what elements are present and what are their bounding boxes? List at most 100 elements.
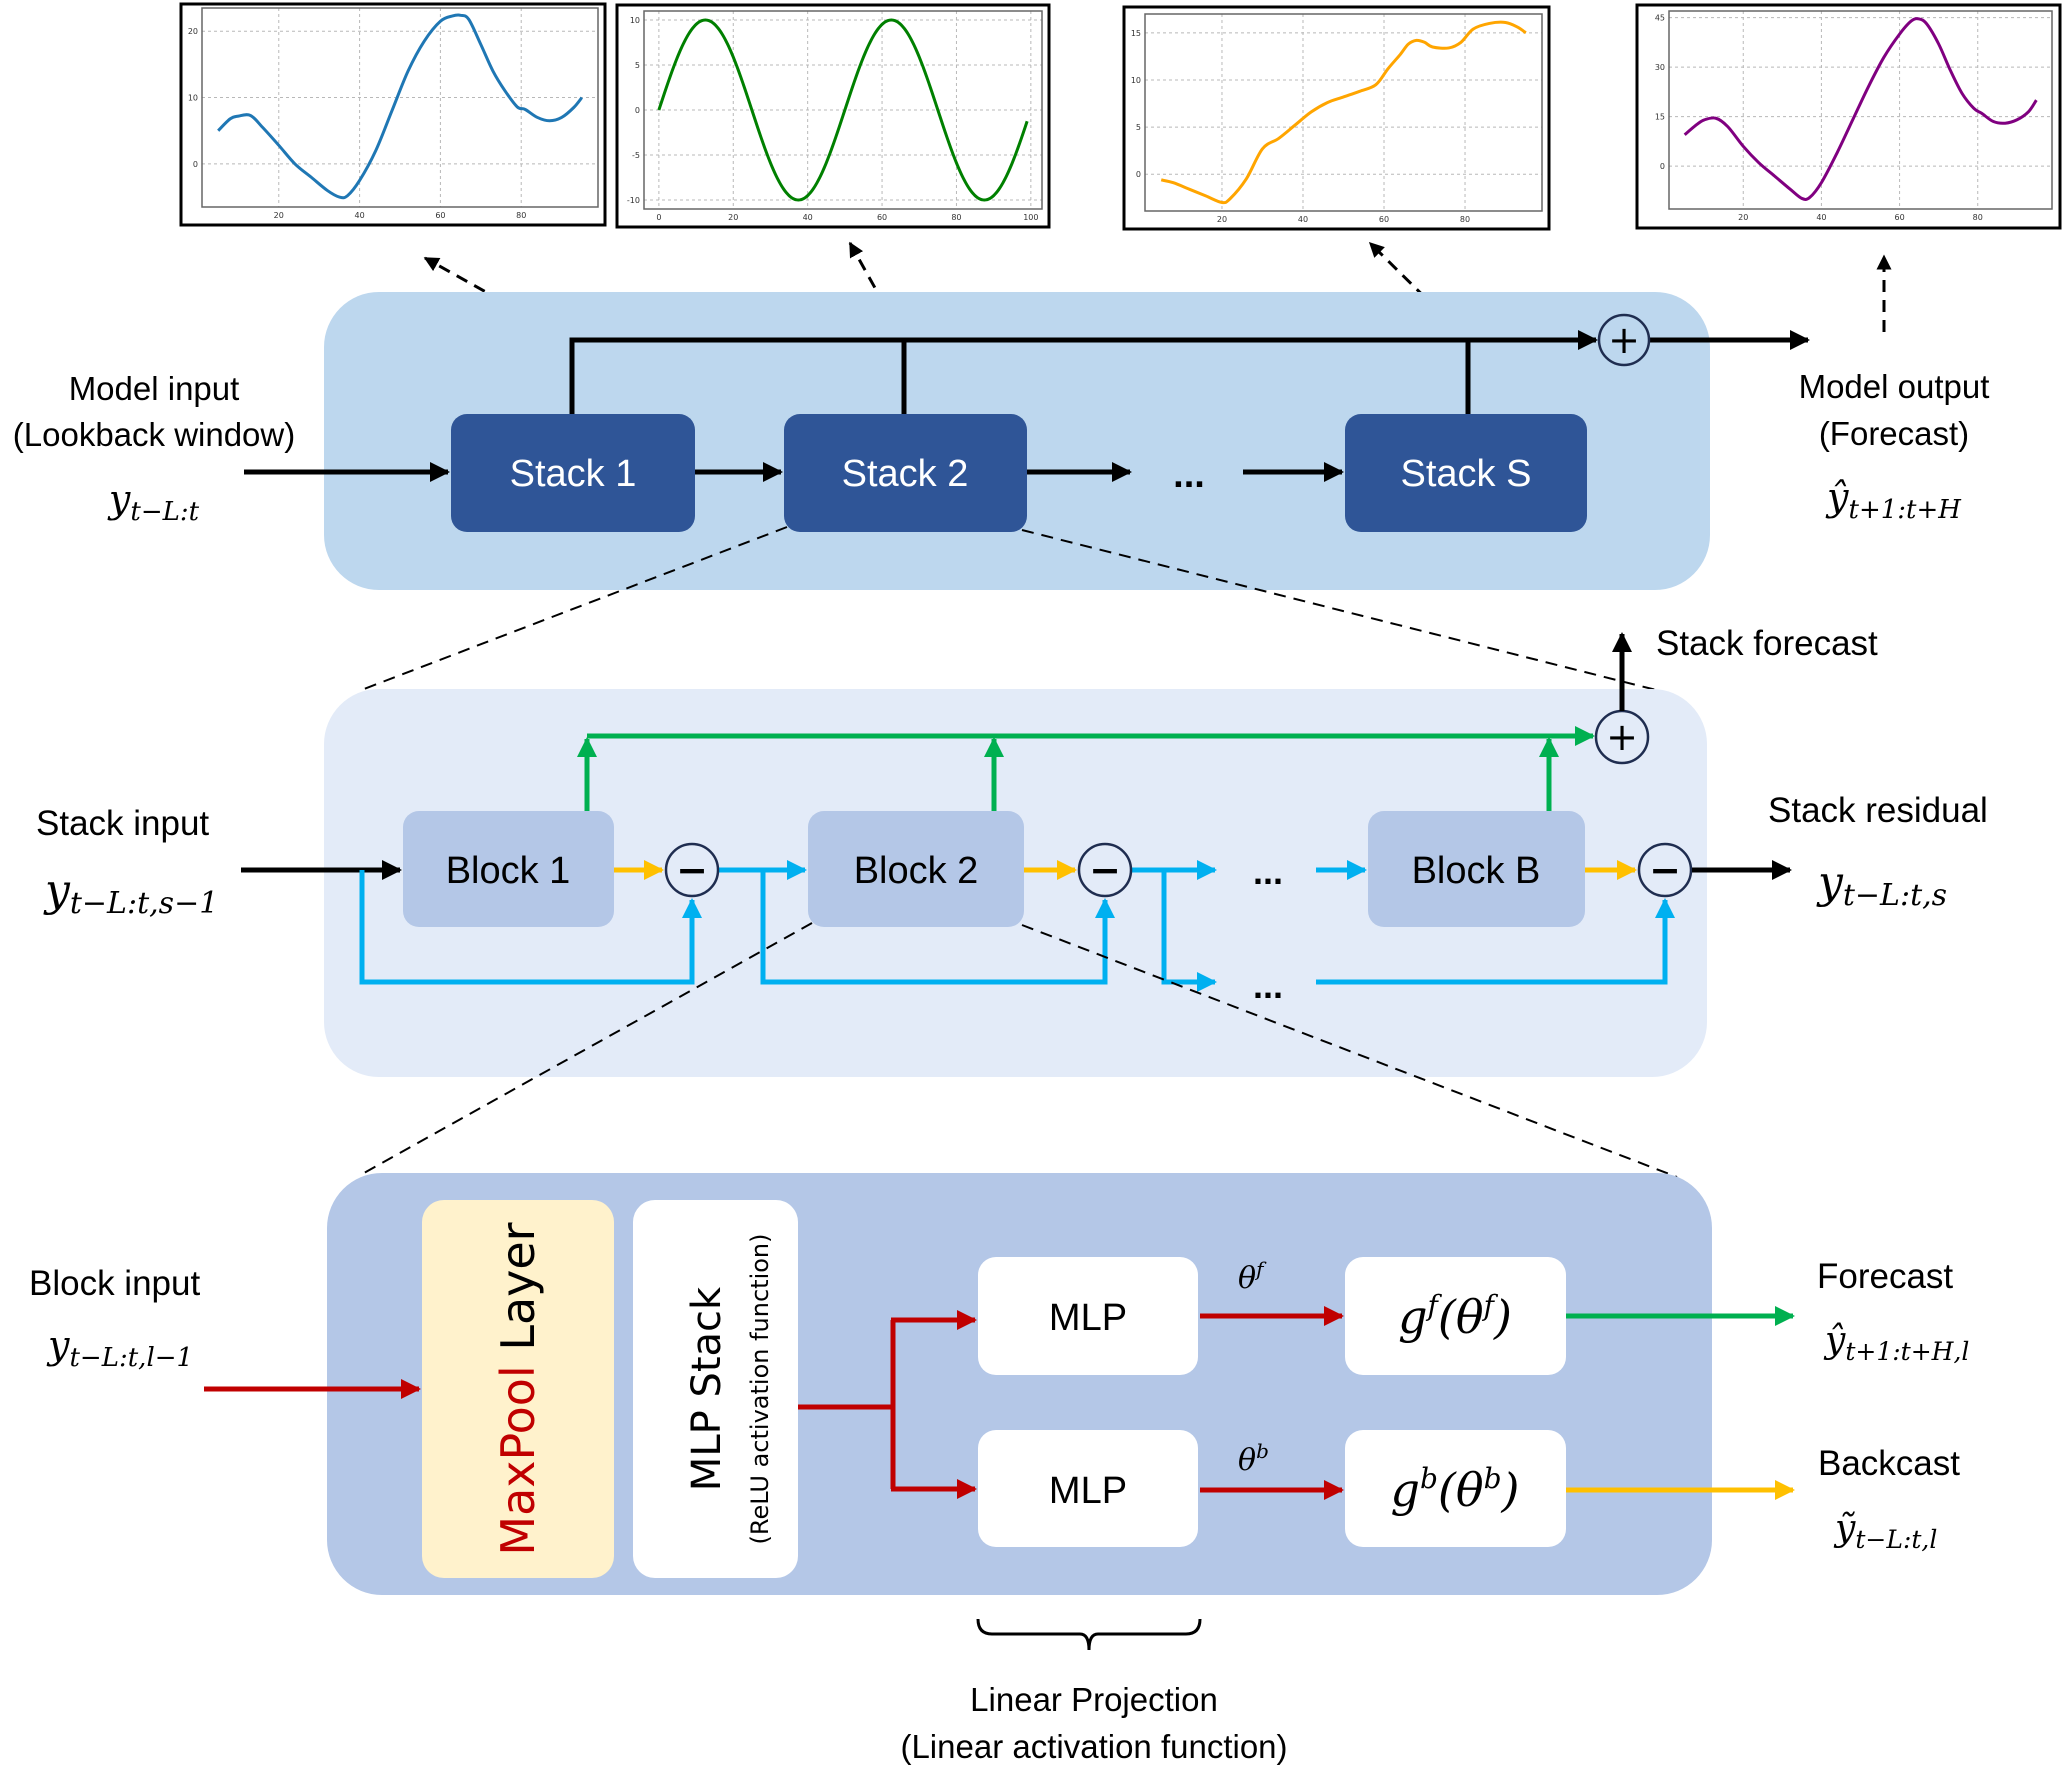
y-tick-label: -10 [627,196,640,205]
block-B-label: Block B [1412,850,1541,892]
model-input-label: Model input [69,370,240,407]
block-ellipsis-bottom: ... [1253,965,1283,1006]
series-line [217,13,584,200]
block-backcast-label: Backcast [1818,1444,1960,1483]
x-tick-label: 100 [1023,213,1038,222]
stack-box-2[interactable]: Stack 2 [784,414,1027,532]
model-output-sub: (Forecast) [1819,415,1969,452]
y-tick-label: -5 [632,151,640,160]
x-tick-label: 80 [951,213,961,222]
plot-area [201,7,599,208]
basis-forecast-box[interactable]: gf(θf) [1345,1257,1566,1375]
block-2-label: Block 2 [854,850,979,892]
residual-paths [359,860,1675,992]
stack-input-label: Stack input [36,804,209,843]
svg-text:−: − [1089,848,1121,892]
zoom-guides-stack [363,526,1669,694]
model-input-math: yt−L:t [107,477,200,527]
stack-2-label: Stack 2 [842,453,969,495]
x-tick-label: 20 [274,211,284,220]
y-tick-label: 20 [188,27,198,36]
series-line [1683,17,2038,201]
x-tick-label: 80 [516,211,526,220]
y-tick-label: 0 [635,106,640,115]
y-tick-label: 0 [1660,162,1665,171]
x-tick-label: 20 [1217,215,1227,224]
stack-residual-math: yt−L:t,s [1816,857,1947,913]
x-tick-label: 80 [1460,215,1470,224]
stack-forecast-label: Stack forecast [1656,624,1878,663]
mlp-split-arrows [798,1306,1344,1500]
mlp-backcast-box[interactable]: MLP [978,1430,1198,1547]
x-tick-label: 60 [877,213,887,222]
svg-text:−: − [676,848,708,892]
block-box-1[interactable]: Block 1 [403,811,614,927]
plus-sign: + [1606,715,1638,759]
chart-frame [1122,5,1551,231]
mlp-forecast-label: MLP [1049,1297,1127,1339]
y-tick-label: 15 [1131,29,1141,38]
mlp-backcast-label: MLP [1049,1470,1127,1512]
block-box-2[interactable]: Block 2 [808,811,1024,927]
x-tick-label: 20 [1738,213,1748,222]
series-line [1160,20,1527,205]
block-ellipsis-top: ... [1253,851,1283,892]
x-tick-label: 0 [656,213,661,222]
model-output-label: Model output [1799,368,1990,405]
stack-box-S[interactable]: Stack S [1345,414,1587,532]
block-box-B[interactable]: Block B [1368,811,1585,927]
chart-frame [615,3,1051,229]
subtract-node-1: − [664,842,720,898]
y-tick-label: 30 [1655,63,1665,72]
y-tick-label: 0 [1136,170,1141,179]
plot-area [1144,13,1543,212]
stack-S-label: Stack S [1401,453,1532,495]
stack-input-math: yt−L:t,s−1 [43,865,218,921]
mlp-forecast-box[interactable]: MLP [978,1257,1198,1375]
minus-circle-icon [1077,842,1133,898]
linear-projection-brace [976,1618,1202,1651]
block-input-label: Block input [29,1264,200,1303]
plot-area [1668,10,2053,210]
x-tick-label: 40 [1298,215,1308,224]
plus-circle-icon [1597,313,1651,367]
stack-sum-node: + [1594,709,1650,765]
x-tick-label: 40 [1816,213,1826,222]
model-input-sub: (Lookback window) [13,416,295,453]
block-forecast-label: Forecast [1817,1257,1953,1296]
stack-forecast-bus [577,726,1595,811]
block-input-math: yt−L:t,l−1 [46,1323,193,1373]
y-tick-label: 10 [1131,76,1141,85]
x-tick-label: 40 [354,211,364,220]
stack-residual-label: Stack residual [1768,791,1988,830]
linear-projection-label: Linear Projection [970,1681,1218,1718]
g-f-formula: gf(θf) [1398,1289,1512,1344]
series-line [657,18,1029,202]
y-tick-label: 0 [193,160,198,169]
subtract-node-B: − [1637,842,1693,898]
basis-backcast-box[interactable]: gb(θb) [1345,1430,1566,1547]
maxpool-layer-box[interactable]: MaxPool Layer [422,1200,614,1578]
y-tick-label: 5 [635,61,640,70]
block-forecast-math: ŷt+1:t+H,l [1823,1320,1969,1366]
y-tick-label: 10 [188,94,198,103]
mlp-stack-box[interactable]: MLP Stack (ReLU activation function) [633,1200,798,1578]
model-output-math: ŷt+1:t+H [1825,475,1962,525]
plot-area [643,10,1043,210]
model-forecast-bus [569,330,1810,414]
block-1-label: Block 1 [446,850,571,892]
x-tick-label: 60 [1894,213,1904,222]
linear-projection-sublabel: (Linear activation function) [900,1728,1287,1765]
stack-box-1[interactable]: Stack 1 [451,414,695,532]
y-tick-label: 45 [1655,14,1665,23]
theta-b-label: θb [1238,1439,1269,1478]
x-tick-label: 40 [803,213,813,222]
stack-ellipsis: ... [1173,454,1205,496]
svg-text:−: − [1649,848,1681,892]
mlp-stack-sublabel: (ReLU activation function) [746,1234,774,1545]
